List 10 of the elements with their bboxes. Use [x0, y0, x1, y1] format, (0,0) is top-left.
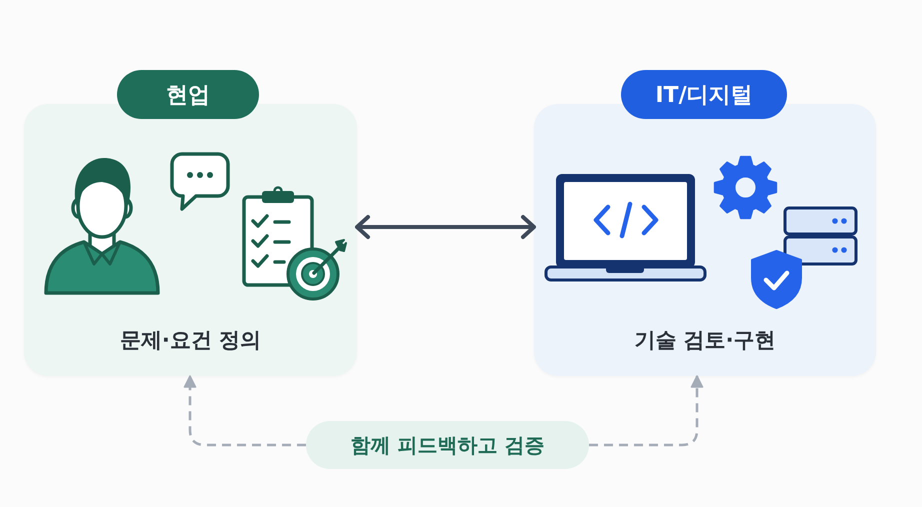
dashed-arrow	[589, 375, 704, 446]
feedback-pill: 함께 피드백하고 검증	[306, 421, 589, 469]
header-pill: IT/디지털	[621, 70, 787, 119]
header-pill: 현업	[117, 70, 259, 119]
panel-title: 문제·요건 정의	[118, 327, 262, 354]
panel	[24, 104, 357, 376]
panel	[534, 104, 876, 376]
panel-title: 기술 검토·구현	[633, 327, 777, 354]
dashed-arrow	[184, 375, 306, 446]
double-headed-arrow	[355, 215, 536, 239]
